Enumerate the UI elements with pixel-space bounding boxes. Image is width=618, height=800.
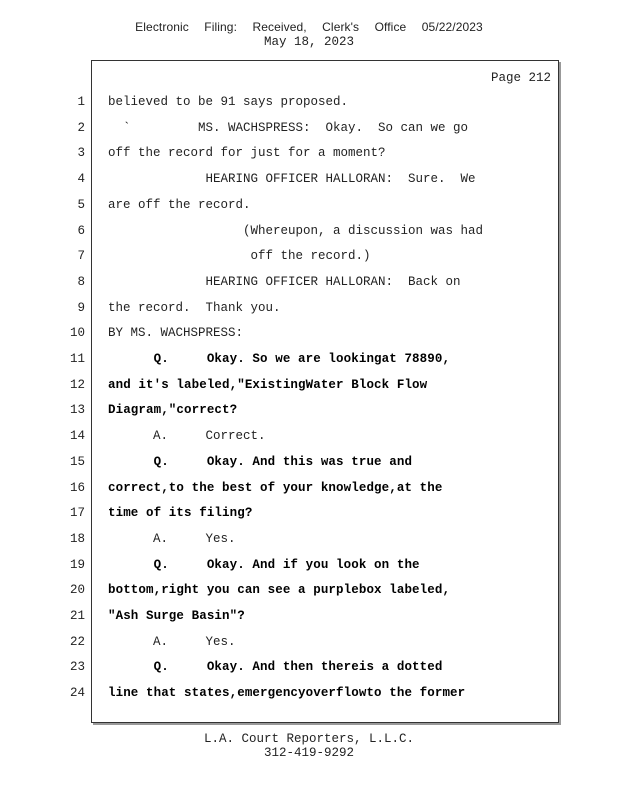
transcript-line-text: time of its filing? [108,506,253,520]
transcript-line-text: Q. Okay. And this was true and [108,455,413,469]
transcript-line-text: correct,to the best of your knowledge,at… [108,481,443,495]
filing-stamp: Electronic Filing: Received, Clerk's Off… [0,20,618,34]
transcript-line-text: and it's labeled,"ExistingWater Block Fl… [108,378,428,392]
line-number: 14 [69,429,85,443]
transcript-line-text: are off the record. [108,198,251,212]
line-number: 20 [69,583,85,597]
transcript-page: Page 212 [91,60,559,723]
line-number: 6 [77,224,85,238]
page-number: Page 212 [490,71,551,85]
filing-stamp-word: Electronic [135,20,189,34]
line-number: 10 [69,326,85,340]
line-number: 18 [69,532,85,546]
filing-stamp-word: Filing: [204,20,238,34]
transcript-line-text: HEARING OFFICER HALLORAN: Back on [108,275,461,289]
transcript-line-text: line that states,emergencyoverflowto the… [108,686,466,700]
transcript-line-text: off the record for just for a moment? [108,146,386,160]
transcript-line-text: Q. Okay. And if you look on the [108,558,420,572]
filing-stamp-date: 05/22/2023 [421,20,483,34]
line-number: 15 [69,455,85,469]
line-number: 24 [69,686,85,700]
line-number: 17 [69,506,85,520]
line-number: 3 [77,146,85,160]
transcript-line-text: "Ash Surge Basin"? [108,609,245,623]
court-reporter-company: L.A. Court Reporters, L.L.C. [203,732,415,746]
line-number: 5 [77,198,85,212]
transcript-line-text: ` MS. WACHSPRESS: Okay. So can we go [108,121,469,135]
line-number: 22 [69,635,85,649]
filing-stamp-word: Office [374,20,407,34]
transcript-line-text: HEARING OFFICER HALLORAN: Sure. We [108,172,476,186]
line-number: 4 [77,172,85,186]
line-number: 8 [77,275,85,289]
line-number: 1 [77,95,85,109]
line-number: 2 [77,121,85,135]
transcript-line-text: bottom,right you can see a purplebox lab… [108,583,451,597]
filing-stamp-word: Clerk's [322,20,360,34]
line-number: 12 [69,378,85,392]
line-number: 9 [77,301,85,315]
transcript-line-text: Q. Okay. And then thereis a dotted [108,660,443,674]
court-reporter-phone: 312-419-9292 [263,746,354,760]
hearing-date: May 18, 2023 [263,35,354,49]
line-number: 11 [69,352,85,366]
line-number: 13 [69,403,85,417]
transcript-line-text: the record. Thank you. [108,301,281,315]
transcript-line-text: (Whereupon, a discussion was had [108,224,484,238]
transcript-line-text: Diagram,"correct? [108,403,238,417]
transcript-line-text: off the record.) [108,249,371,263]
line-number: 16 [69,481,85,495]
line-number: 23 [69,660,85,674]
line-number: 7 [77,249,85,263]
transcript-line-text: BY MS. WACHSPRESS: [108,326,244,340]
transcript-line-text: Q. Okay. So we are lookingat 78890, [108,352,451,366]
line-number: 21 [69,609,85,623]
transcript-line-text: believed to be 91 says proposed. [108,95,349,109]
transcript-line-text: A. Correct. [108,429,266,443]
transcript-line-text: A. Yes. [108,532,236,546]
line-number: 19 [69,558,85,572]
transcript-line-text: A. Yes. [108,635,236,649]
filing-stamp-word: Received, [252,20,307,34]
